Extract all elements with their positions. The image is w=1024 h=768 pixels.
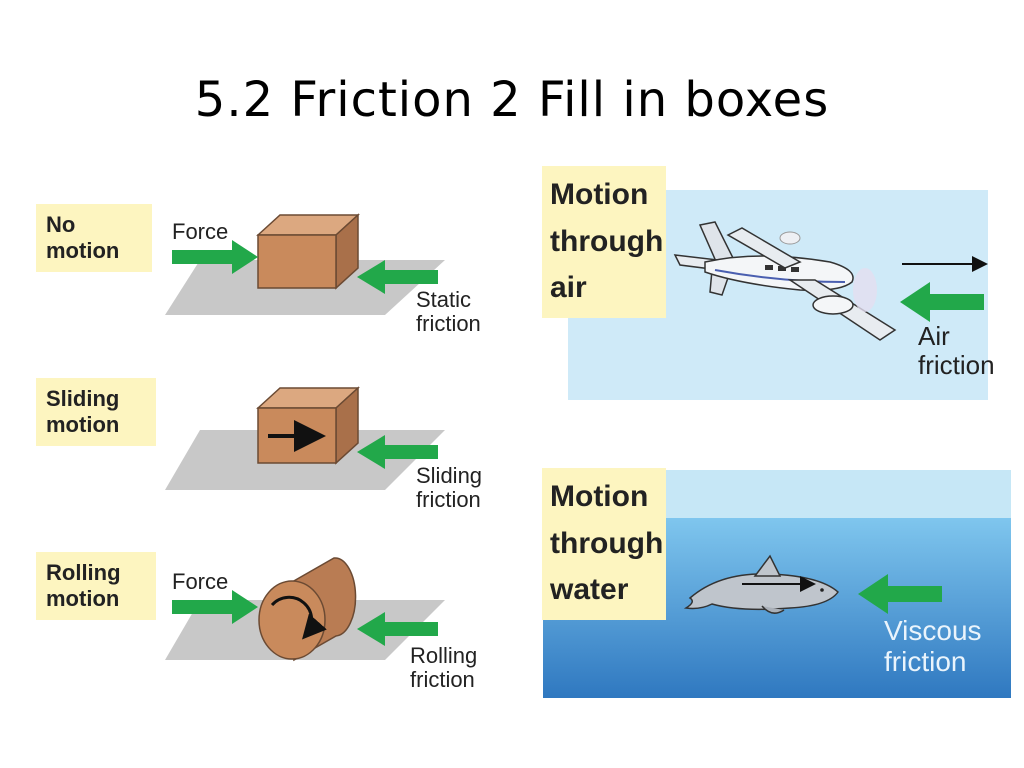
static-friction-arrow (357, 260, 438, 294)
rolling-friction-arrow (357, 612, 438, 646)
caption-line: Air (918, 321, 950, 351)
page-title: 5.2 Friction 2 Fill in boxes (194, 72, 830, 128)
rolling-friction-label: Rolling friction (410, 643, 478, 693)
rolling-cylinder (258, 557, 357, 662)
label-line: Motion (550, 480, 649, 513)
label-no-motion: No motion (36, 204, 152, 272)
label-line: No (46, 212, 76, 237)
label-motion-through-water: Motion through water (542, 468, 666, 620)
caption-line: friction (410, 667, 475, 693)
caption-line: friction (918, 349, 995, 380)
static-friction-label: Static friction (416, 287, 481, 337)
air-friction-arrow (900, 282, 984, 322)
caption-line: Viscous (884, 615, 982, 646)
air-friction-label: Air friction (918, 322, 995, 379)
caption-line: Static (416, 287, 472, 312)
sliding-friction-arrow (357, 435, 438, 469)
label-line: Rolling (46, 560, 121, 585)
label-line: water (550, 573, 629, 606)
label-line: Sliding (46, 386, 120, 411)
viscous-friction-arrow (858, 574, 942, 614)
label-motion-through-air: Motion through air (542, 166, 666, 318)
label-sliding-motion: Sliding motion (36, 378, 156, 446)
force-label: Force (172, 569, 229, 594)
label-line: Motion (550, 178, 649, 211)
label-line: motion (46, 411, 120, 437)
caption-line: friction (416, 487, 481, 513)
caption-line: Sliding (416, 463, 483, 488)
label-line: motion (46, 585, 120, 611)
force-arrow (172, 590, 258, 624)
caption-line: friction (416, 311, 481, 337)
label-rolling-motion: Rolling motion (36, 552, 156, 620)
label-line: air (550, 271, 587, 304)
caption-line: Rolling (410, 643, 478, 668)
label-line: through (550, 224, 664, 258)
crate-static (256, 213, 360, 290)
viscous-friction-label: Viscous friction (884, 615, 982, 678)
force-arrow (172, 240, 258, 274)
force-label: Force (172, 219, 229, 244)
label-line: motion (46, 237, 120, 263)
crate-sliding (256, 386, 360, 465)
sliding-friction-label: Sliding friction (416, 463, 483, 513)
label-line: through (550, 526, 664, 560)
airplane (673, 221, 897, 341)
caption-line: friction (884, 645, 967, 677)
